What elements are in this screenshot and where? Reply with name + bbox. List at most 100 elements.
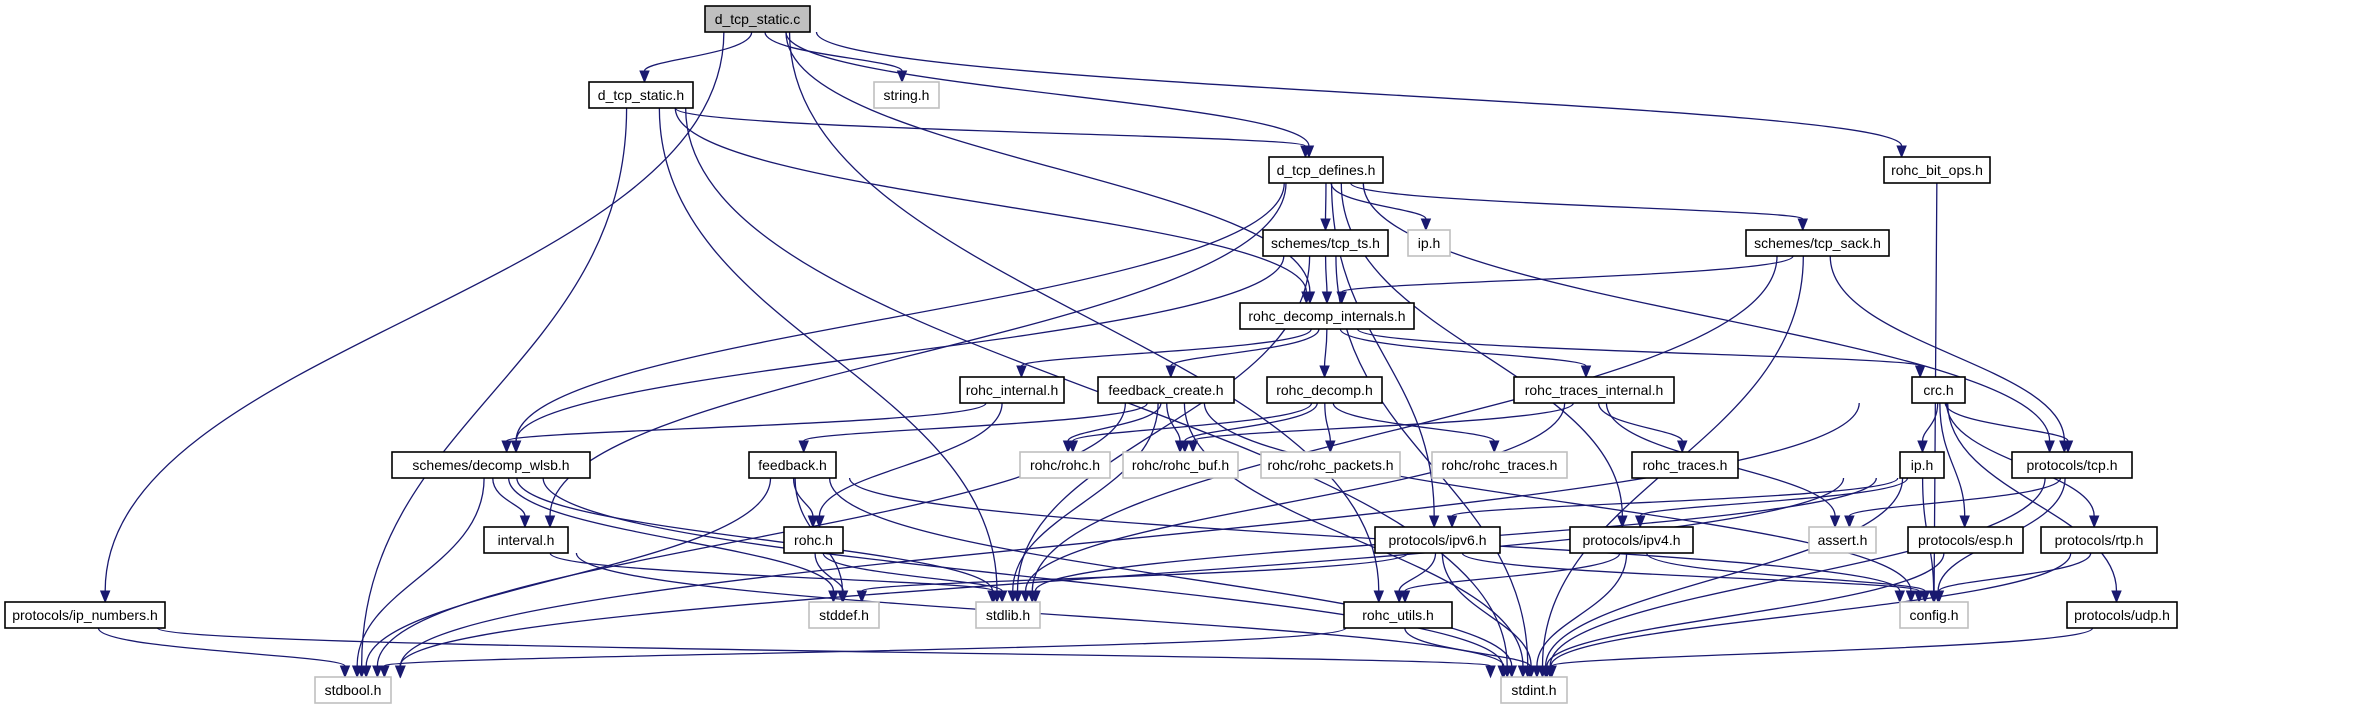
node-feedback-create-h[interactable]: feedback_create.h (1097, 376, 1235, 404)
node-box (314, 676, 392, 704)
node-box (704, 5, 811, 33)
node-box (1899, 451, 1945, 479)
node-ip-h-sys: ip.h (1407, 229, 1451, 257)
edge-d_tcp_static_c-to-protocols_ip_numbers_h (99, 31, 725, 604)
edge-rohc_h-to-stdlib_h (822, 552, 1008, 604)
node-rohc-decomp-h[interactable]: rohc_decomp.h (1266, 376, 1383, 404)
arrowhead-icon (1546, 665, 1557, 679)
node-label: stdbool.h (325, 682, 382, 698)
edge-rohc_decomp_internals_h-to-crc_h (1356, 328, 1926, 379)
edge-d_tcp_defines_h-to-ip_h_sys (1330, 182, 1432, 232)
edge-rohc_decomp_h-to-rohc_rohc_packets_h (1324, 402, 1336, 454)
node-protocols-rtp-h[interactable]: protocols/rtp.h (2040, 526, 2158, 554)
arrowhead-icon (1517, 665, 1529, 679)
edge-line (399, 402, 1860, 667)
arrowhead-icon (1399, 590, 1411, 604)
node-interval-h[interactable]: interval.h (483, 526, 569, 554)
arrowhead-icon (828, 590, 839, 604)
arrowhead-icon (1634, 515, 1646, 529)
node-ip-h[interactable]: ip.h (1899, 451, 1945, 479)
edge-line (814, 552, 844, 592)
node-box (1343, 601, 1453, 629)
node-rohc-traces-h[interactable]: rohc_traces.h (1631, 451, 1739, 479)
arrowhead-icon (2088, 515, 2100, 529)
arrowhead-icon (1319, 365, 1330, 379)
node-rohc-utils-h[interactable]: rohc_utils.h (1343, 601, 1453, 629)
node-rohc-h[interactable]: rohc.h (783, 526, 844, 554)
edge-line (1072, 402, 1313, 442)
node-protocols-ipv6-h[interactable]: protocols/ipv6.h (1374, 526, 1501, 554)
arrowhead-icon (1030, 590, 1041, 604)
node-label: schemes/tcp_ts.h (1271, 235, 1380, 251)
arrowhead-icon (394, 665, 406, 679)
node-schemes-tcp-sack-h[interactable]: schemes/tcp_sack.h (1745, 229, 1890, 257)
edge-line (674, 107, 1307, 147)
arrowhead-icon (379, 665, 390, 679)
node-rohc-traces-internal-h[interactable]: rohc_traces_internal.h (1513, 376, 1675, 404)
edge-line (1404, 552, 1621, 592)
arrowhead-icon (339, 665, 351, 679)
node-box (873, 81, 940, 109)
edge-line (1536, 552, 1628, 667)
node-rohc-bit-ops-h[interactable]: rohc_bit_ops.h (1883, 156, 1991, 184)
node-box (1500, 676, 1568, 704)
node-box (588, 81, 694, 109)
edge-line (861, 552, 1409, 592)
node-protocols-udp-h[interactable]: protocols/udp.h (2066, 601, 2178, 629)
arrowhead-icon (1321, 291, 1333, 305)
node-d-tcp-defines-h[interactable]: d_tcp_defines.h (1268, 156, 1384, 184)
edge-line (515, 182, 1285, 442)
node-label: rohc/rohc_buf.h (1132, 457, 1229, 473)
arrowhead-icon (544, 515, 556, 529)
edge-line (1332, 402, 1495, 442)
edge-line (1012, 402, 1159, 592)
arrowhead-icon (798, 440, 809, 454)
node-crc-h[interactable]: crc.h (1911, 376, 1966, 404)
arrowhead-icon (372, 665, 383, 679)
node-rohc-decomp-internals-h[interactable]: rohc_decomp_internals.h (1239, 302, 1415, 330)
node-protocols-ip-numbers-h[interactable]: protocols/ip_numbers.h (4, 601, 166, 629)
arrowhead-icon (1300, 145, 1311, 159)
edge-schemes_decomp_wlsb_h-to-interval_h (492, 477, 531, 529)
node-box (808, 601, 880, 629)
arrowhead-icon (1165, 365, 1177, 379)
node-box (1808, 526, 1877, 554)
arrowhead-icon (1917, 440, 1928, 454)
node-protocols-esp-h[interactable]: protocols/esp.h (1907, 526, 2024, 554)
node-label: string.h (884, 87, 930, 103)
edge-line (1184, 402, 1318, 442)
edge-protocols_ipv4_h-to-stdint_h (1531, 552, 1628, 679)
arrowhead-icon (837, 590, 849, 604)
edge-rohc_utils_h-to-stdint_h (1404, 627, 1536, 679)
node-label: stddef.h (819, 607, 869, 623)
edge-line (1944, 402, 2069, 442)
node-box (483, 526, 569, 554)
edge-crc_h-to-protocols_esp_h (1939, 402, 1970, 529)
arrowhead-icon (1506, 665, 1517, 679)
edge-line (1324, 402, 1331, 442)
node-feedback-h[interactable]: feedback.h (748, 451, 837, 479)
node-protocols-tcp-h[interactable]: protocols/tcp.h (2011, 451, 2133, 479)
edge-line (828, 477, 1513, 667)
node-schemes-tcp-ts-h[interactable]: schemes/tcp_ts.h (1262, 229, 1389, 257)
edge-protocols_ip_numbers_h-to-stdint_h (156, 627, 1496, 679)
node-protocols-ipv4-h[interactable]: protocols/ipv4.h (1569, 526, 1694, 554)
edge-rohc_utils_h-to-stdbool_h (379, 627, 1347, 679)
node-box (975, 601, 1041, 629)
node-d-tcp-static-c[interactable]: d_tcp_static.c (704, 5, 811, 33)
edge-line (97, 627, 346, 667)
edge-line (685, 107, 1508, 667)
arrowhead-icon (99, 590, 111, 604)
node-rohc-internal-h[interactable]: rohc_internal.h (959, 376, 1065, 404)
node-box (1260, 451, 1401, 479)
node-schemes-decomp-wlsb-h[interactable]: schemes/decomp_wlsb.h (391, 451, 591, 479)
edge-line (1170, 328, 1320, 367)
arrowhead-icon (1959, 515, 1970, 529)
edge-line (1645, 552, 1926, 592)
edge-line (1166, 402, 1181, 442)
node-label: rohc/rohc_traces.h (1442, 457, 1558, 473)
node-rohc-rohc-packets-h: rohc/rohc_packets.h (1260, 451, 1401, 479)
arrowhead-icon (1179, 440, 1191, 454)
edge-schemes_decomp_wlsb_h-to-stdbool_h (351, 477, 485, 679)
node-d-tcp-static-h[interactable]: d_tcp_static.h (588, 81, 694, 109)
